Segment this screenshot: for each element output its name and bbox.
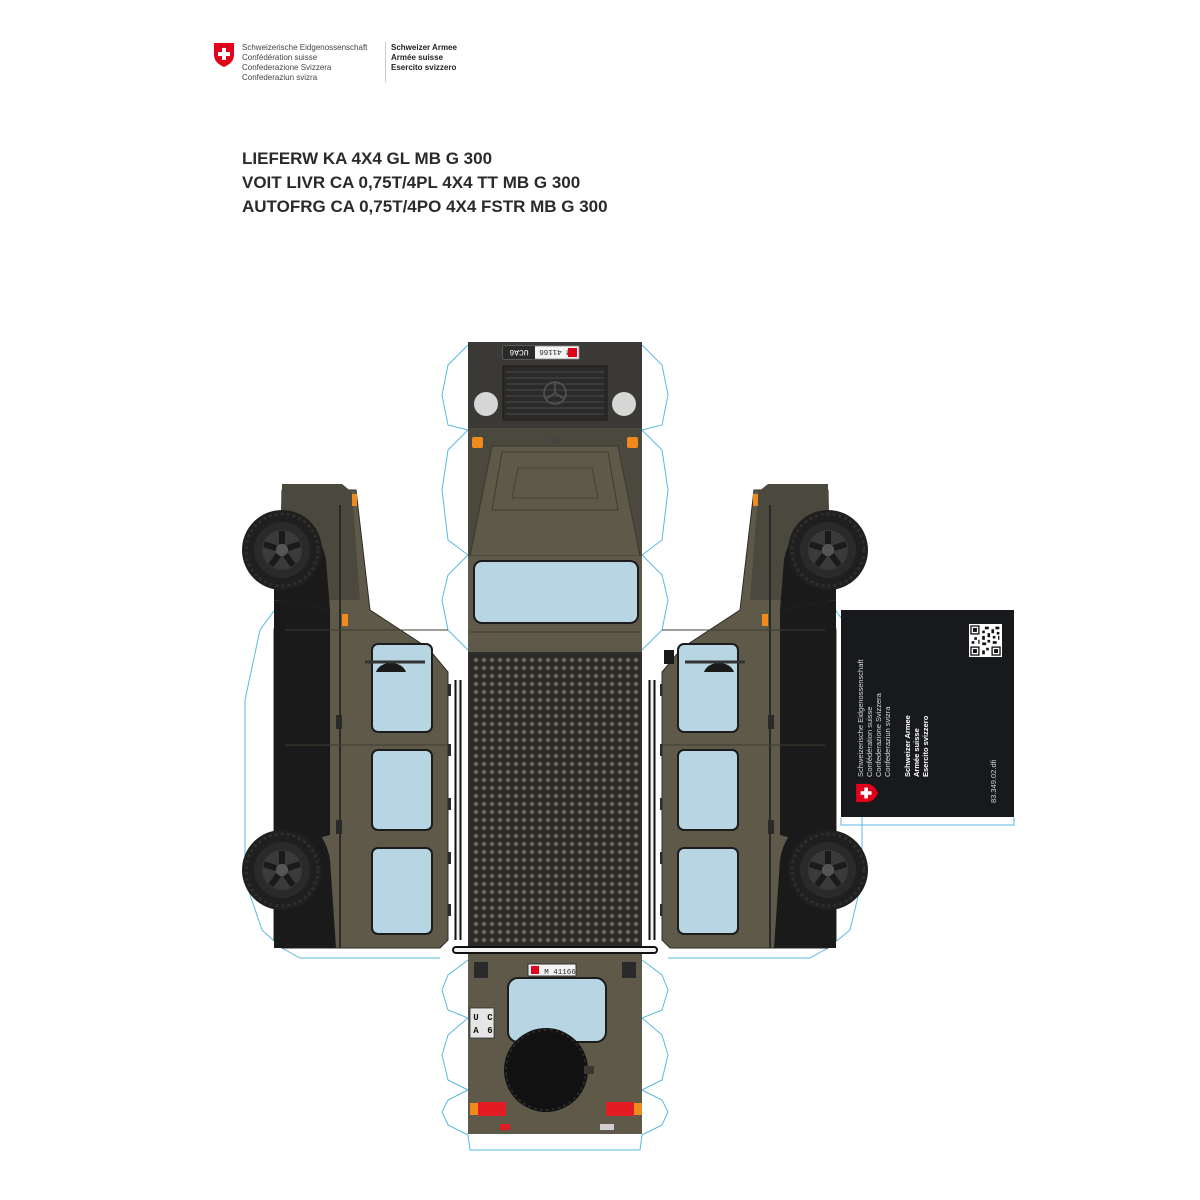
headlight-left (474, 392, 498, 416)
spare-wheel (504, 1028, 588, 1112)
confederation-line: Confédération suisse (242, 53, 318, 62)
hood-panel (468, 428, 642, 557)
swiss-cross-shield-icon (856, 783, 878, 803)
header-divider (385, 42, 386, 82)
swiss-cross-shield-icon (214, 43, 234, 67)
title-line-fr: VOIT LIVR CA 0,75T/4PL 4X4 TT MB G 300 (242, 173, 581, 192)
mercedes-star-icon (543, 381, 567, 405)
windshield-panel (468, 556, 642, 652)
card-confederation-line: Confederaziun svizra (883, 706, 892, 777)
rear-code-6: 6 (487, 1026, 492, 1036)
card-confederation-names: Schweizerische Eidgenossenschaft Confédé… (856, 659, 892, 777)
left-side-panel (240, 484, 449, 949)
info-card-content: Schweizerische Eidgenossenschaft Confédé… (841, 610, 1014, 817)
army-names: Schweizer Armee Armée suisse Esercito sv… (391, 43, 457, 73)
army-line: Esercito svizzero (391, 63, 457, 72)
headlight-right (612, 392, 636, 416)
confederation-line: Confederazione Svizzera (242, 63, 332, 72)
confederation-names: Schweizerische Eidgenossenschaft Confédé… (242, 43, 392, 83)
info-card: Schweizerische Eidgenossenschaft Confédé… (841, 610, 1014, 817)
rear-code-a: A (473, 1026, 479, 1036)
rear-plate: M 41166 (544, 969, 576, 977)
army-line: Armée suisse (391, 53, 444, 62)
rear-code-u: U (473, 1013, 478, 1023)
card-confederation-line: Schweizerische Eidgenossenschaft (856, 659, 865, 777)
army-line: Schweizer Armee (391, 43, 457, 52)
rear-panel: M 41166 U C A 6 (468, 954, 642, 1134)
front-code: UCA6 (509, 347, 528, 356)
qr-code-icon (969, 624, 1002, 657)
title-line-it: AUTOFRG CA 0,75T/4PO 4X4 FSTR MB G 300 (242, 197, 608, 216)
roof-rack-rear-bar (452, 946, 658, 954)
card-confederation-line: Confederazione Svizzera (874, 693, 883, 777)
rear-code-c: C (487, 1013, 493, 1023)
card-confederation-line: Confédération suisse (865, 706, 874, 777)
document-titles: LIEFERW KA 4X4 GL MB G 300 VOIT LIVR CA … (242, 147, 608, 219)
right-side-panel (661, 484, 870, 949)
card-army-line: Armée suisse (912, 728, 921, 777)
card-code: 83.349.02.dfi (989, 759, 998, 803)
confederation-line: Schweizerische Eidgenossenschaft (242, 43, 368, 52)
tail-light-right (606, 1102, 634, 1116)
tail-light-left (478, 1102, 506, 1116)
card-army-line: Esercito svizzero (921, 715, 930, 777)
card-army-names: Schweizer Armee Armée suisse Esercito sv… (903, 715, 930, 777)
front-grille-panel: UCA6 M 41166 (468, 342, 642, 428)
front-plate: M 41166 (539, 347, 571, 355)
title-line-de: LIEFERW KA 4X4 GL MB G 300 (242, 149, 493, 168)
confederation-line: Confederaziun svizra (242, 73, 318, 82)
indicator-right (627, 437, 638, 448)
indicator-left (472, 437, 483, 448)
roof-panel (468, 652, 642, 948)
card-army-line: Schweizer Armee (903, 715, 912, 777)
